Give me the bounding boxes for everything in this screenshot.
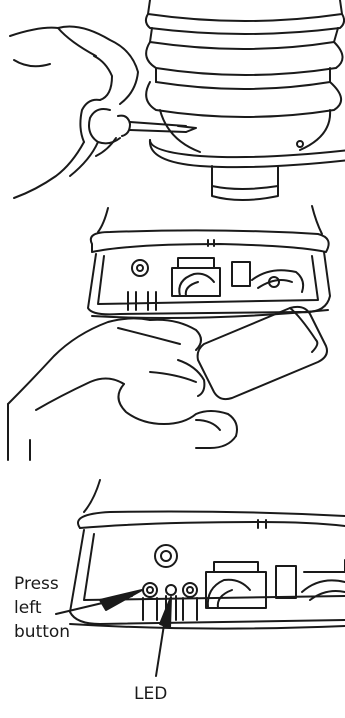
panel-open-housing [10, 0, 345, 200]
pointer-arrows [56, 590, 171, 676]
open-housing [88, 206, 330, 318]
label-button: button [14, 620, 70, 644]
label-left: left [14, 596, 42, 620]
hand-holding-battery [8, 318, 237, 460]
label-press: Press [14, 572, 59, 596]
battery-icon [198, 307, 327, 399]
hand-holding-screwdriver [10, 27, 138, 199]
panel-insert-battery [8, 206, 330, 460]
label-led: LED [134, 682, 167, 706]
sensor-shield-stack [146, 0, 345, 200]
panel-press-button [56, 480, 345, 676]
